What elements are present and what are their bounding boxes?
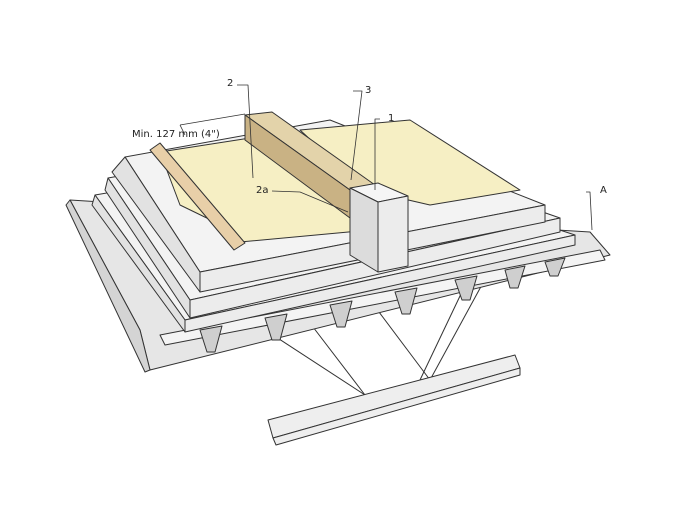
membrane: [149, 119, 521, 251]
label-a: A: [600, 185, 607, 196]
label-2a: 2a: [256, 185, 269, 196]
leader-lines: [179, 84, 593, 231]
concrete-block: [349, 182, 409, 273]
label-3: 3: [365, 85, 372, 96]
label-2: 2: [227, 78, 234, 89]
label-1: 1: [388, 113, 395, 124]
min-width-label: Min. 127 mm (4"): [132, 129, 220, 140]
bar-joist: [249, 269, 521, 446]
